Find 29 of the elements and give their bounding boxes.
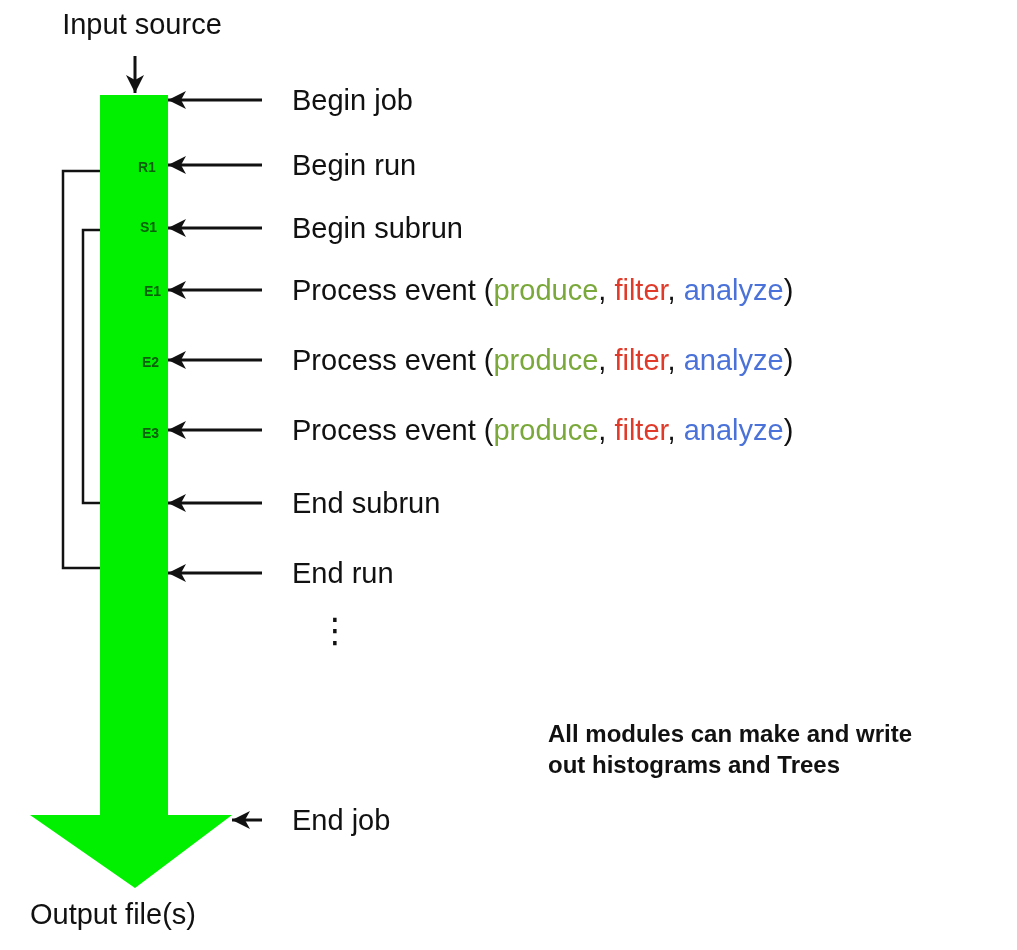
arrow <box>168 494 262 512</box>
stage-label: E2 <box>142 354 160 370</box>
arrow <box>168 156 262 174</box>
arrow <box>168 564 262 582</box>
stage-label: E1 <box>144 283 162 299</box>
note-text: All modules can make and write out histograms and Trees <box>548 719 914 781</box>
arrow <box>168 219 262 237</box>
arrow <box>168 421 262 439</box>
arrow <box>168 351 262 369</box>
step-label: Begin job <box>262 82 413 118</box>
step-label: Process event (produce, filter, analyze) <box>262 272 794 308</box>
step-label: Begin subrun <box>262 210 463 246</box>
stage-label: R1 <box>138 159 156 175</box>
output-label: Output file(s) <box>30 898 196 931</box>
step-label: Process event (produce, filter, analyze) <box>262 342 794 378</box>
arrow <box>232 811 262 829</box>
arrow <box>168 91 262 109</box>
step-label: End subrun <box>262 485 441 521</box>
source-label: Input source <box>52 6 232 50</box>
arrow <box>168 281 262 299</box>
flow-arrow <box>30 95 232 888</box>
ellipsis-mark: ⋮ <box>318 610 348 651</box>
arrow <box>126 56 144 93</box>
step-label: Process event (produce, filter, analyze) <box>262 412 794 448</box>
step-label: End job <box>262 802 391 838</box>
step-label: End run <box>262 555 394 591</box>
stage-label: E3 <box>142 425 160 441</box>
stage-label: S1 <box>140 219 158 235</box>
step-label: Begin run <box>262 147 417 183</box>
